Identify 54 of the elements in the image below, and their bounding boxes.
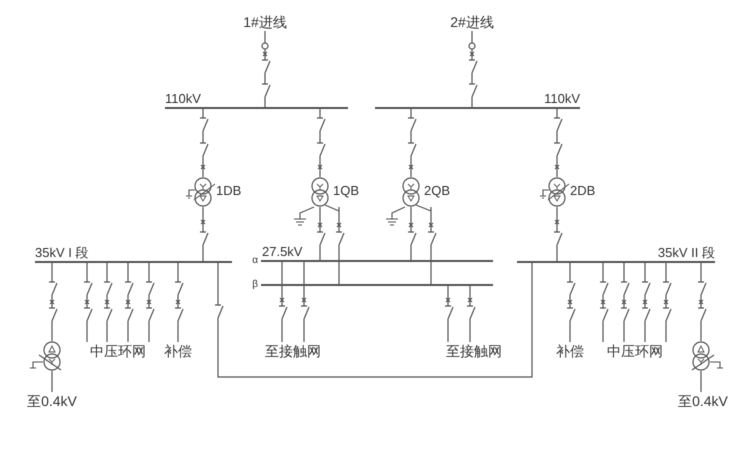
circuit-line <box>466 285 476 343</box>
circuit-line <box>553 108 563 178</box>
phase-label: β <box>252 278 259 292</box>
circuit-line <box>199 108 209 178</box>
circuit-line <box>697 262 707 342</box>
circuit-line <box>316 108 326 178</box>
feeder-label: 中压环网 <box>601 342 669 360</box>
feeder-label: 补偿 <box>160 342 196 360</box>
feeder-label: 中压环网 <box>84 342 152 360</box>
circuit-line <box>124 262 134 343</box>
circuit-line <box>261 30 271 108</box>
circuit-line <box>214 262 533 378</box>
circuit-line <box>427 206 437 285</box>
feeder-label: 至接触网 <box>259 342 327 360</box>
transformer-label: 2QB <box>424 183 450 199</box>
circuit-line <box>300 261 310 343</box>
voltage-label: 35kV I 段 <box>35 245 88 260</box>
feeder-label: 补偿 <box>552 342 588 360</box>
voltage-label: 27.5kV <box>262 244 302 259</box>
transformer-label: 1QB <box>333 183 360 199</box>
circuit-line <box>553 206 563 262</box>
circuit-line <box>335 206 345 285</box>
circuit-line <box>278 261 288 343</box>
circuit-line <box>468 30 478 108</box>
circuit-line <box>316 206 326 261</box>
voltage-label: 35kV II 段 <box>658 245 715 260</box>
circuit-line <box>145 262 155 343</box>
circuit-line <box>641 262 651 343</box>
transformer-label: 2DB <box>570 183 596 199</box>
feeder-label: 至0.4kV <box>20 392 84 410</box>
phase-label: α <box>252 254 259 268</box>
circuit-line <box>199 206 209 262</box>
circuit-line <box>599 262 609 343</box>
feeder-label: 至接触网 <box>440 342 508 360</box>
transformer-symbol <box>43 341 61 371</box>
transformer-label: 1DB <box>216 183 242 199</box>
circuit-line <box>174 262 184 343</box>
transformer-symbol <box>692 341 710 371</box>
incoming-line-label: 1#进线 <box>235 13 295 31</box>
incoming-line-label: 2#进线 <box>442 13 502 31</box>
voltage-label: 110kV <box>165 91 201 106</box>
circuit-line <box>444 285 454 343</box>
circuit-line <box>407 206 417 261</box>
voltage-label: 110kV <box>544 91 580 106</box>
circuit-line <box>83 262 93 343</box>
feeder-label: 至0.4kV <box>671 392 735 410</box>
circuit-line <box>407 108 417 178</box>
circuit-line <box>662 262 672 343</box>
circuit-line <box>51 371 53 392</box>
circuit-line <box>566 262 576 343</box>
circuit-line <box>103 262 113 343</box>
circuit-line <box>620 262 630 343</box>
circuit-line <box>48 262 58 342</box>
circuit-line <box>700 371 702 392</box>
